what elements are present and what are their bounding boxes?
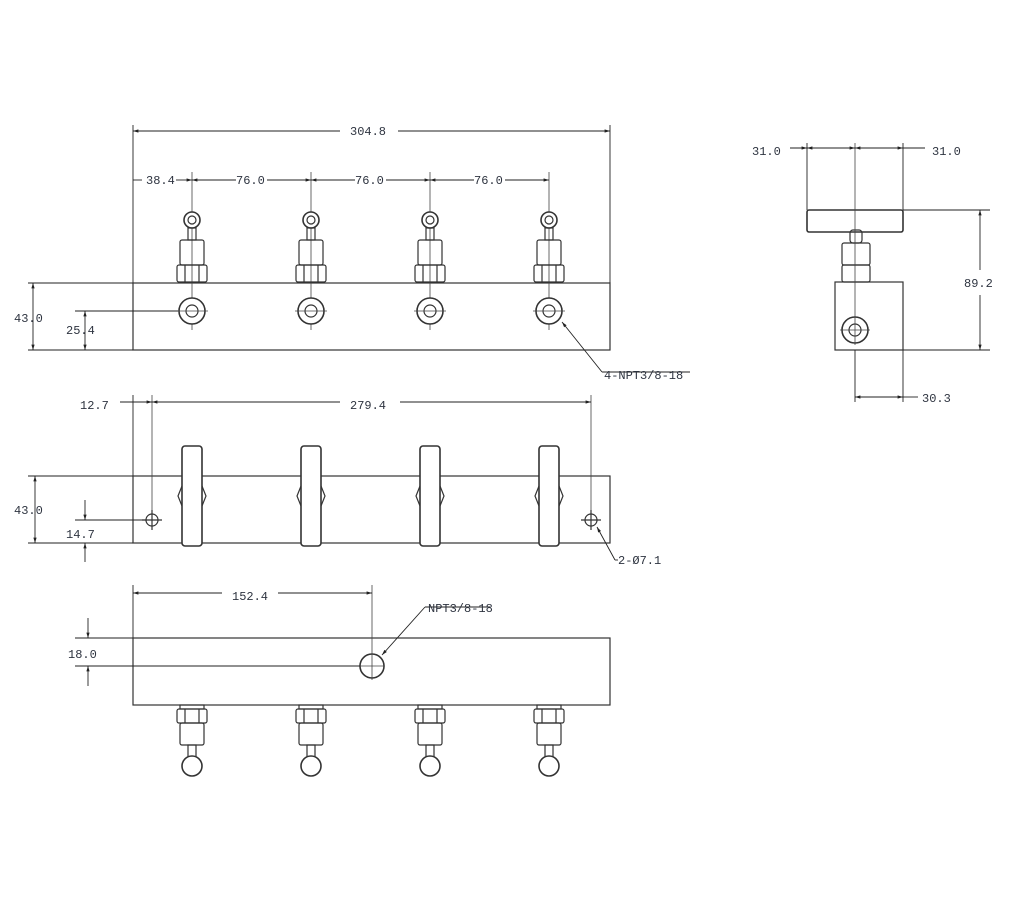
dim-hole-offset: 12.7 [80,399,109,413]
valve-handle-ring [183,211,201,229]
dim-handle-right: 31.0 [932,145,961,159]
fitting-body [536,722,562,746]
dim-spacing-2: 76.0 [355,174,384,188]
top-view-block [132,282,611,351]
front-handle [538,445,560,547]
valve-hex-nut [176,264,208,283]
handle-bump [177,485,207,507]
callout-port-thread: 4-NPT3/8-18 [604,369,683,383]
handle-bump [296,485,326,507]
dim-total-height: 89.2 [964,277,993,291]
valve-hex-nut [414,264,446,283]
valve-handle-ring [302,211,320,229]
leader-line [561,321,603,373]
dim-handle-left: 31.0 [752,145,781,159]
fitting-body [298,722,324,746]
dim-port-position: 152.4 [232,590,268,604]
dim-front-height: 43.0 [14,504,43,518]
fitting-body [417,722,443,746]
fitting-hex-nut [533,708,565,724]
dim-hole-height: 14.7 [66,528,95,542]
valve-handle-ring [421,211,439,229]
callout-bottom-port: NPT3/8-18 [428,602,493,616]
valve-handle-ring-inner [187,215,197,225]
valve-hex-nut [295,264,327,283]
dim-overall-length: 304.8 [350,125,386,139]
handle-bump [415,485,445,507]
bottom-view-block [132,637,611,706]
valve-handle-ring-inner [544,215,554,225]
dim-top-height: 43.0 [14,312,43,326]
fitting-body [179,722,205,746]
front-handle [300,445,322,547]
dim-first-offset: 38.4 [146,174,175,188]
valve-hex-nut [533,264,565,283]
valve-handle-ring-inner [306,215,316,225]
front-view-block [132,475,611,544]
dim-port-depth: 18.0 [68,648,97,662]
callout-mount-holes: 2-Ø7.1 [618,554,661,568]
dim-hole-spacing: 279.4 [350,399,386,413]
fitting-hex-nut [295,708,327,724]
dim-port-offset: 30.3 [922,392,951,406]
fitting-ring [419,755,441,777]
side-hex-nut [841,264,871,283]
fitting-hex-nut [176,708,208,724]
dim-spacing-3: 76.0 [474,174,503,188]
leader-line [381,606,426,656]
dim-spacing-1: 76.0 [236,174,265,188]
side-block [834,281,904,351]
fitting-ring [181,755,203,777]
valve-handle-ring-inner [425,215,435,225]
fitting-ring [300,755,322,777]
fitting-ring [538,755,560,777]
handle-bump [534,485,564,507]
front-handle [419,445,441,547]
front-handle [181,445,203,547]
valve-handle-ring [540,211,558,229]
side-body [841,242,871,266]
dim-port-height: 25.4 [66,324,95,338]
fitting-hex-nut [414,708,446,724]
leader-line [596,526,616,561]
